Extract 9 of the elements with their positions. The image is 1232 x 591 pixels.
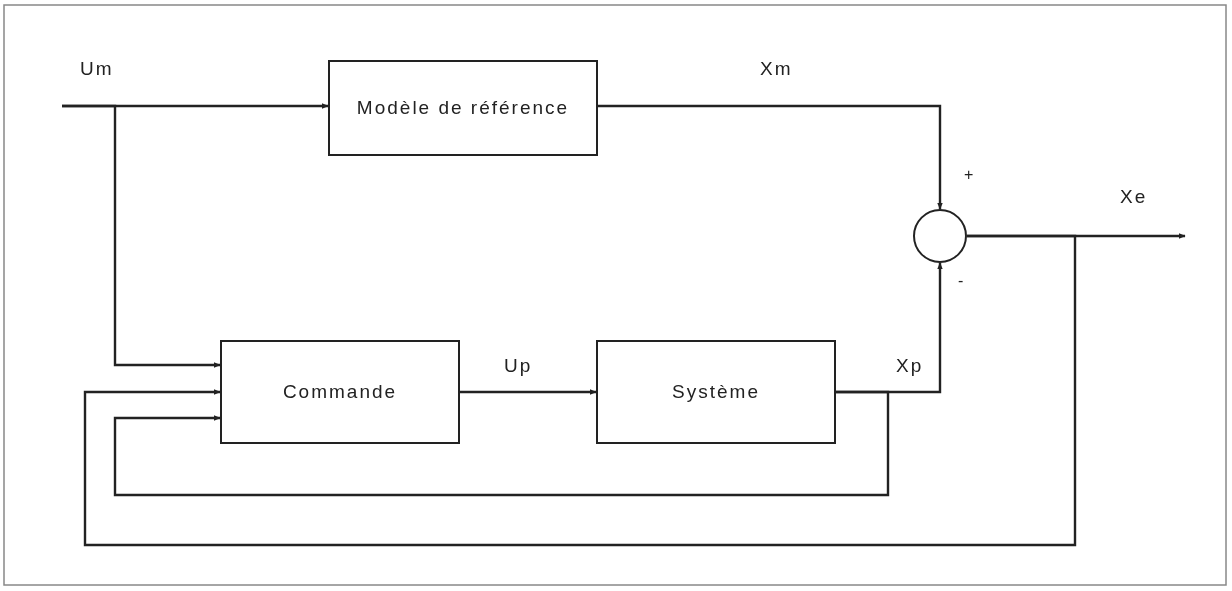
block-box: Commande <box>220 340 460 444</box>
block-box: Système <box>596 340 836 444</box>
signal-arrow <box>83 234 1077 547</box>
block-box: Modèle de référence <box>328 60 598 156</box>
signal-arrow <box>62 104 221 368</box>
summing-junction <box>913 209 967 263</box>
signal-arrow <box>460 389 597 395</box>
signal-arrow <box>598 104 943 210</box>
signal-arrow <box>113 390 890 497</box>
